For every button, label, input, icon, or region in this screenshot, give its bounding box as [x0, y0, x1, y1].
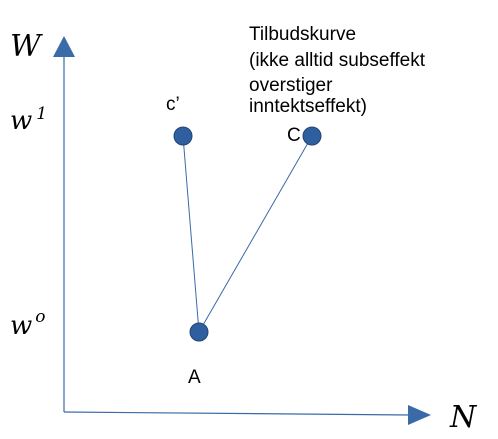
level-label-wo-base: w	[10, 311, 32, 341]
annotation-line-2: (ikke alltid subseffekt	[249, 50, 426, 71]
x-axis-arrowhead	[408, 405, 431, 425]
annotation-line-3: overstiger	[249, 75, 333, 96]
annotation-text: Tilbudskurve (ikke alltid subseffekt ove…	[249, 24, 430, 117]
level-label-w1-sup: 1	[36, 104, 47, 124]
point-label-c-prime: c’	[166, 94, 180, 115]
line-a-to-c	[198, 135, 313, 333]
level-label-w1-base: w	[10, 106, 32, 136]
line-a-to-c-prime	[182, 135, 200, 333]
point-label-a: A	[188, 367, 201, 388]
point-a	[189, 322, 209, 342]
x-axis-label: N	[449, 400, 478, 435]
x-axis-line	[63, 411, 413, 416]
level-label-wo-sup: o	[35, 307, 45, 327]
point-c	[302, 126, 322, 146]
annotation-line-4: inntektseffekt)	[249, 96, 367, 117]
y-axis-arrowhead	[53, 36, 75, 57]
point-label-c: C	[287, 125, 301, 146]
annotation-line-1: Tilbudskurve	[249, 24, 356, 45]
y-axis-label: W	[10, 29, 43, 64]
point-c-prime	[173, 126, 193, 146]
